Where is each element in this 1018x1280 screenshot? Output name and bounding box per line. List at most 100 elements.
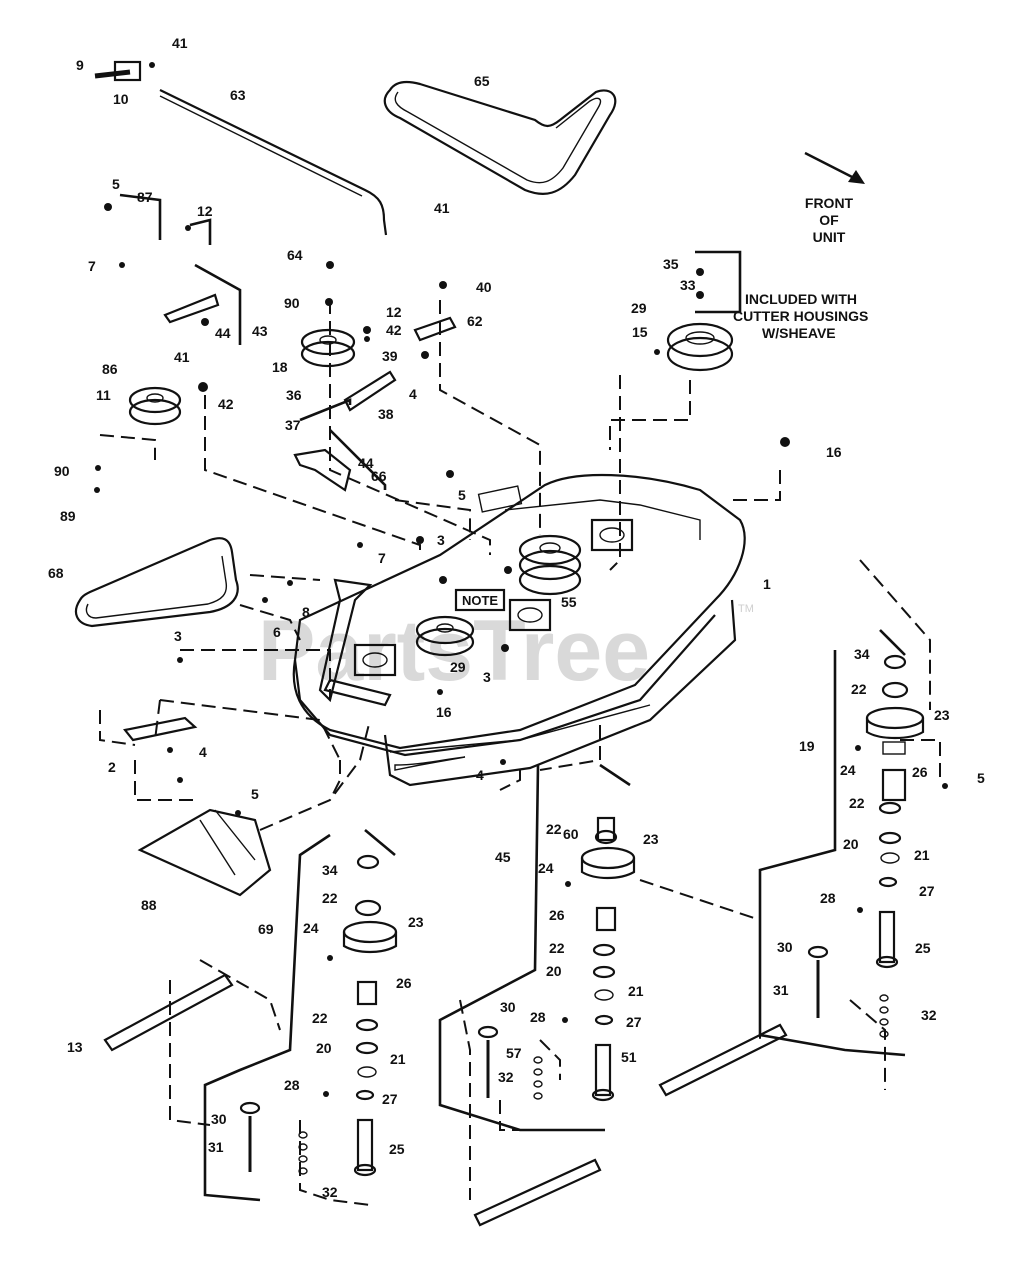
callout-2: 2 [108, 759, 116, 775]
pulley-55 [518, 534, 582, 596]
callout-16b: 16 [436, 704, 452, 720]
callout-10: 10 [113, 91, 129, 107]
callout-39: 39 [382, 348, 398, 364]
callout-32b: 32 [498, 1069, 514, 1085]
idler-arm-38 [343, 370, 397, 412]
front-label-1: FRONT [805, 195, 854, 211]
callout-32a: 32 [921, 1007, 937, 1023]
callout-4b: 4 [199, 744, 207, 760]
callout-41a: 41 [172, 35, 188, 51]
callout-41b: 41 [434, 200, 450, 216]
callout-6: 6 [273, 624, 281, 640]
callout-30a: 30 [777, 939, 793, 955]
callout-5d: 5 [977, 770, 985, 786]
callout-22f: 22 [312, 1010, 328, 1026]
pulley-11 [128, 386, 182, 426]
callout-29b: 29 [450, 659, 466, 675]
callout-27b: 27 [626, 1014, 642, 1030]
callout-20c: 20 [316, 1040, 332, 1056]
callout-1: 1 [763, 576, 771, 592]
callout-62: 62 [467, 313, 483, 329]
callout-65: 65 [474, 73, 490, 89]
callout-21b: 21 [628, 983, 644, 999]
callout-31a: 31 [773, 982, 789, 998]
callout-63: 63 [230, 87, 246, 103]
belt-68 [74, 537, 239, 628]
callout-87: 87 [137, 189, 153, 205]
callout-7b: 7 [378, 550, 386, 566]
included-label-1: INCLUDED WITH [745, 291, 857, 307]
callout-66: 66 [371, 468, 387, 484]
callout-44b: 44 [358, 455, 374, 471]
callout-3a: 3 [437, 532, 445, 548]
callout-90a: 90 [54, 463, 70, 479]
callout-30c: 30 [211, 1111, 227, 1127]
callout-30b: 30 [500, 999, 516, 1015]
callout-9: 9 [76, 57, 84, 73]
callout-28a: 28 [820, 890, 836, 906]
callout-29a: 29 [631, 300, 647, 316]
callout-64: 64 [287, 247, 303, 263]
callout-34b: 34 [322, 862, 338, 878]
blade-right [658, 1023, 788, 1097]
callout-37: 37 [285, 417, 301, 433]
control-rod-63 [159, 89, 388, 236]
idler-bracket-66 [293, 448, 352, 492]
callout-28b: 28 [530, 1009, 546, 1025]
bracket-62 [413, 316, 457, 342]
callout-41c: 41 [174, 349, 190, 365]
callout-11: 11 [96, 387, 111, 403]
pulley-29-deck [415, 615, 475, 657]
callout-23c: 23 [408, 914, 424, 930]
callout-7a: 7 [88, 258, 96, 274]
callout-13: 13 [67, 1039, 83, 1055]
callout-88: 88 [141, 897, 157, 913]
callout-23b: 23 [643, 831, 659, 847]
callout-44a: 44 [215, 325, 231, 341]
spindle-assembly-left [239, 854, 398, 1177]
callout-24c: 24 [303, 920, 319, 936]
note-box [454, 588, 506, 612]
callout-5c: 5 [251, 786, 259, 802]
included-label-3: W/SHEAVE [762, 325, 836, 341]
callout-32c: 32 [322, 1184, 338, 1200]
callout-36: 36 [286, 387, 302, 403]
callout-43: 43 [252, 323, 268, 339]
callout-42a: 42 [218, 396, 234, 412]
callout-42b: 42 [386, 322, 402, 338]
callout-16a: 16 [826, 444, 842, 460]
callout-21c: 21 [390, 1051, 406, 1067]
callout-4c: 4 [476, 767, 484, 783]
pulley-29-top [666, 322, 734, 372]
callout-22e: 22 [322, 890, 338, 906]
hardware-marks [94, 203, 948, 1097]
callout-5b: 5 [458, 487, 466, 503]
callout-26a: 26 [912, 764, 928, 780]
callout-22b: 22 [849, 795, 865, 811]
front-label-2: OF [819, 212, 839, 228]
pulley-18 [300, 328, 356, 368]
included-label-2: CUTTER HOUSINGS [733, 308, 868, 324]
callout-25a: 25 [915, 940, 931, 956]
callout-55: 55 [561, 594, 577, 610]
callout-25b: 25 [389, 1141, 405, 1157]
front-label-3: UNIT [813, 229, 846, 245]
callout-86: 86 [102, 361, 118, 377]
callout-45: 45 [495, 849, 511, 865]
callout-27a: 27 [919, 883, 935, 899]
callout-27c: 27 [382, 1091, 398, 1107]
callout-28c: 28 [284, 1077, 300, 1093]
belt-65 [383, 80, 617, 195]
callout-3c: 3 [483, 669, 491, 685]
callout-21a: 21 [914, 847, 930, 863]
callout-18: 18 [272, 359, 288, 375]
callout-31b: 31 [208, 1139, 224, 1155]
watermark-tm: TM [738, 603, 754, 615]
callout-24a: 24 [840, 762, 856, 778]
callout-20a: 20 [843, 836, 859, 852]
blade-left [103, 973, 234, 1052]
blade-middle [473, 1158, 602, 1227]
included-bracket [695, 250, 742, 314]
